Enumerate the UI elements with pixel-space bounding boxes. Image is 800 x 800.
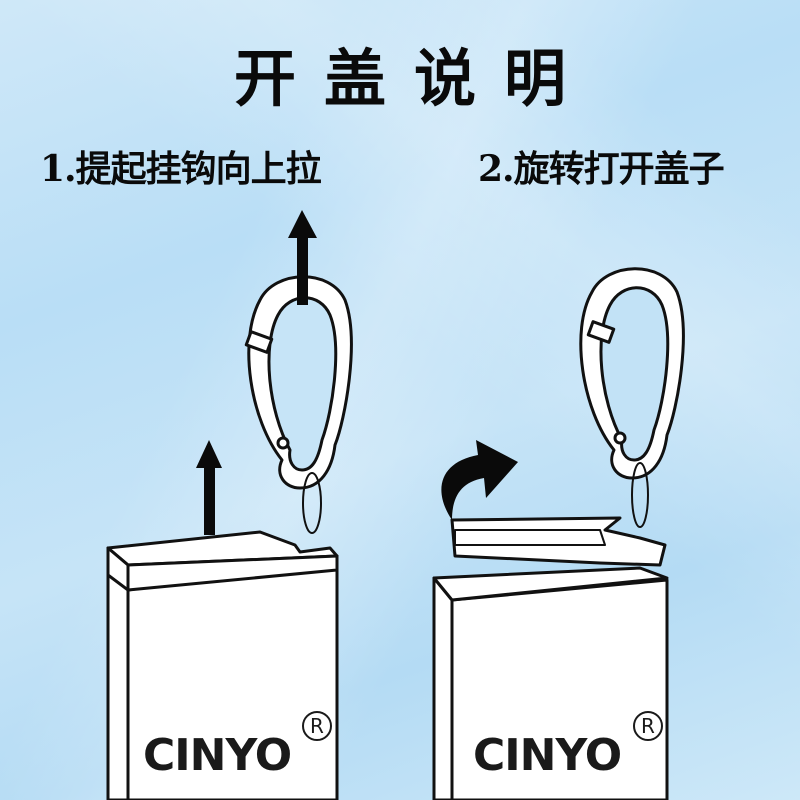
registered-trademark-icon: R — [302, 711, 332, 741]
carabiner-1 — [244, 275, 353, 534]
case-closed — [106, 530, 339, 800]
registered-trademark-icon: R — [633, 711, 663, 741]
step-1-label: 1.提起挂钩向上拉 — [40, 148, 322, 190]
carabiner-2 — [579, 267, 685, 528]
arrow-up-icon — [288, 210, 317, 305]
arrow-icons — [196, 210, 518, 535]
brand-logo: CINYO — [143, 730, 292, 781]
arrow-up-icon — [196, 440, 222, 535]
page-title: 开盖说明 — [233, 42, 594, 115]
brand-logo: CINYO — [473, 730, 622, 781]
curved-arrow-icon — [441, 440, 518, 520]
step-2-label: 2.旋转打开盖子 — [478, 148, 725, 190]
case-open — [432, 516, 669, 800]
